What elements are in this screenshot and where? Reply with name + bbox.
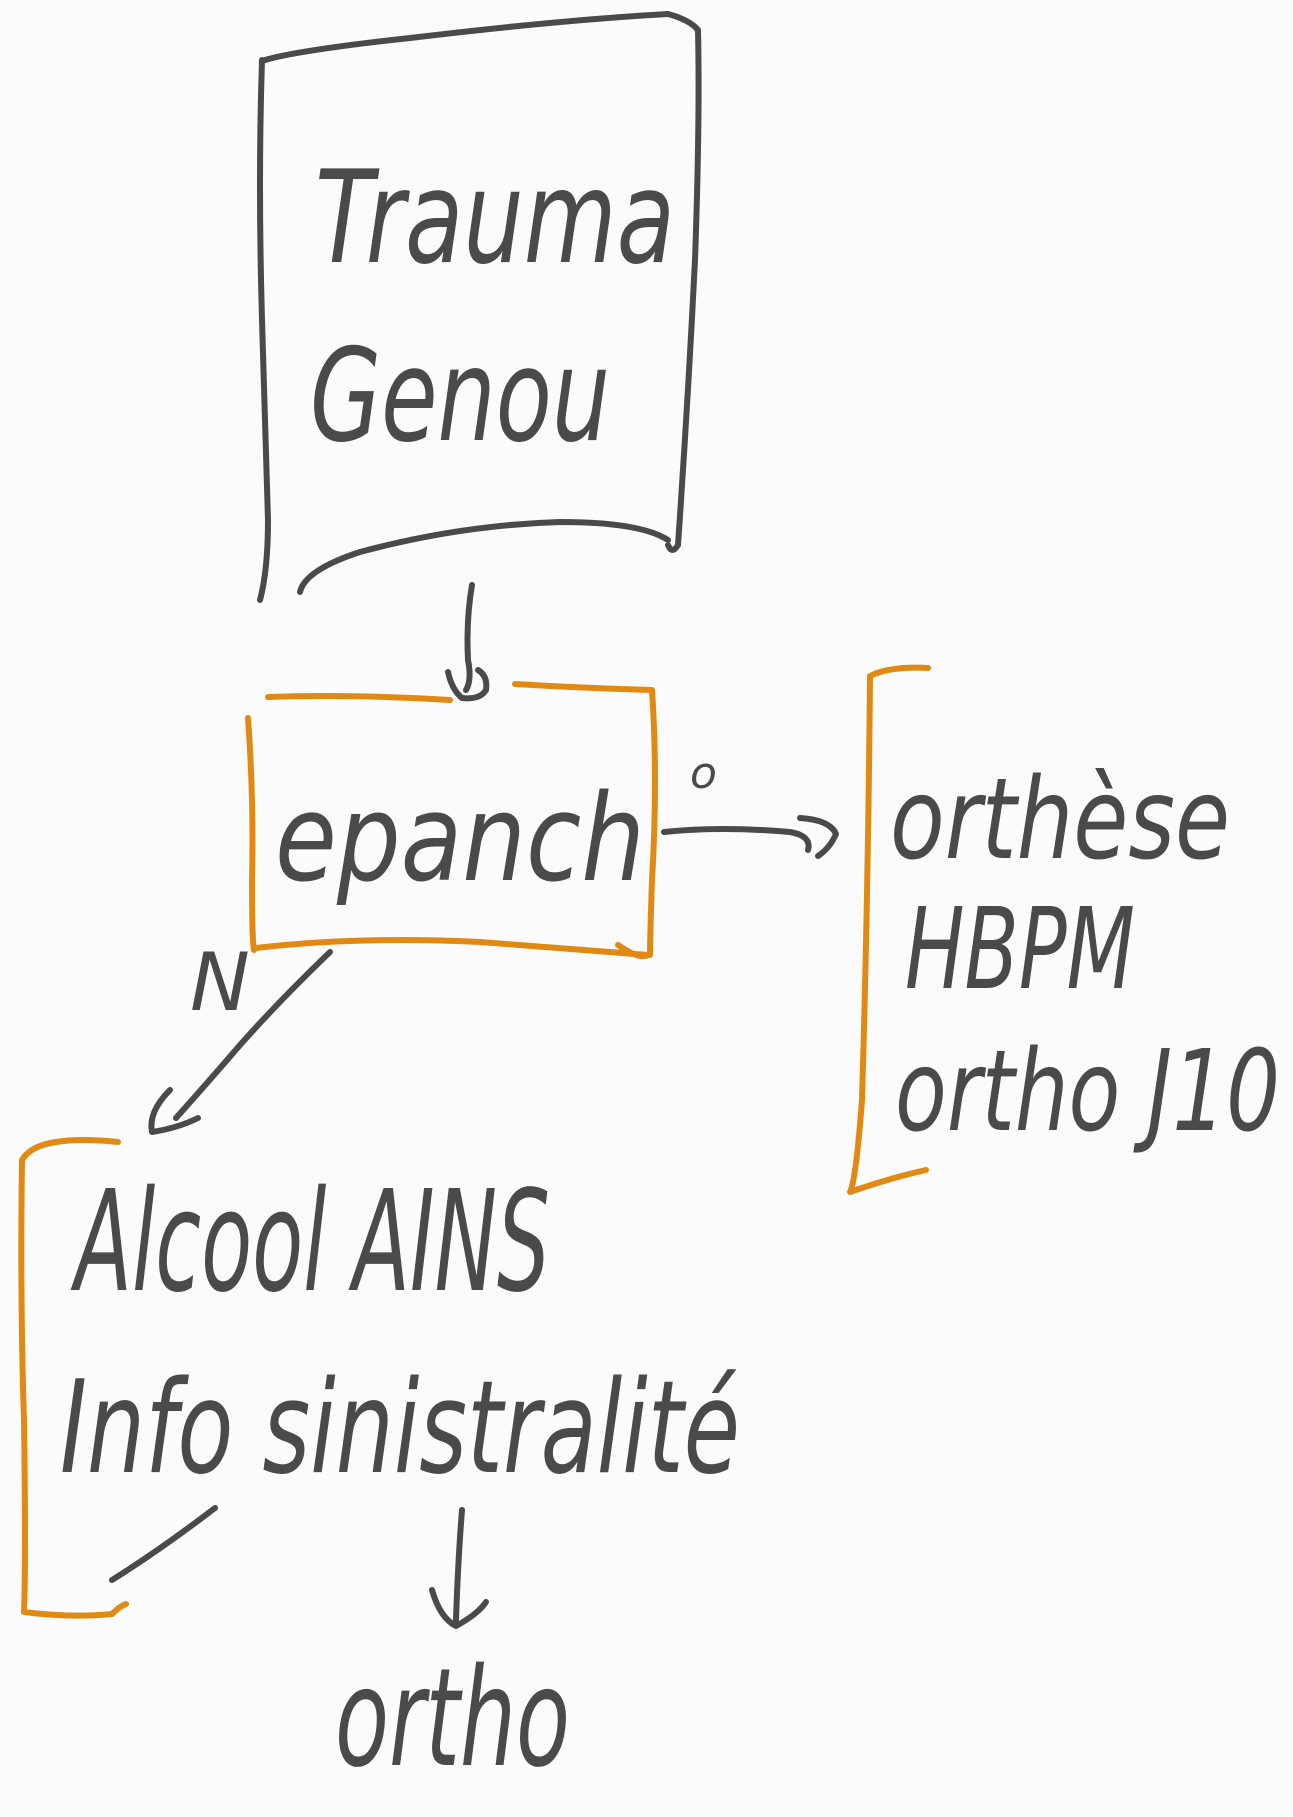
right-list-node: orthèse HBPM ortho J10 bbox=[847, 664, 1280, 1195]
right-bracket bbox=[847, 664, 931, 1195]
left-item-1: Alcool AINS bbox=[70, 1161, 550, 1324]
left-arrow-mark: N bbox=[190, 936, 250, 1029]
arrow-line bbox=[453, 1507, 465, 1623]
left-list-node: Alcool AINS Info sinistralité bbox=[18, 1137, 740, 1619]
arrow-head bbox=[797, 815, 839, 859]
left-item-2: Info sinistralité bbox=[60, 1354, 740, 1503]
arrow-head bbox=[429, 1587, 489, 1629]
epanch-label: epanch bbox=[275, 770, 645, 909]
left-bracket bbox=[18, 1137, 129, 1619]
connector-trauma-epanch bbox=[445, 582, 490, 702]
epanch-box-outline bbox=[245, 681, 658, 960]
right-item-1: orthèse bbox=[890, 755, 1230, 885]
arrow-line bbox=[463, 582, 475, 693]
connector-epanch-right: o bbox=[661, 748, 839, 859]
arrow-head bbox=[445, 667, 490, 702]
bottom-label: ortho bbox=[335, 1640, 570, 1798]
right-item-3: ortho J10 bbox=[895, 1027, 1280, 1157]
trauma-genou-node: Trauma Genou bbox=[257, 11, 702, 603]
connector-epanch-left: N bbox=[148, 936, 333, 1135]
arrow-line bbox=[173, 949, 333, 1121]
trauma-line-2: Genou bbox=[310, 322, 610, 471]
underline-stroke bbox=[109, 1505, 218, 1583]
right-arrow-mark: o bbox=[690, 748, 717, 799]
bottom-ortho-node: ortho bbox=[335, 1640, 570, 1798]
trauma-line-1: Trauma bbox=[315, 144, 675, 293]
right-item-2: HBPM bbox=[905, 885, 1135, 1015]
epanch-node: epanch bbox=[245, 681, 658, 960]
arrow-line bbox=[661, 826, 812, 853]
trauma-box-outline bbox=[257, 11, 702, 603]
arrow-head bbox=[148, 1087, 201, 1135]
connector-left-ortho bbox=[429, 1507, 489, 1629]
